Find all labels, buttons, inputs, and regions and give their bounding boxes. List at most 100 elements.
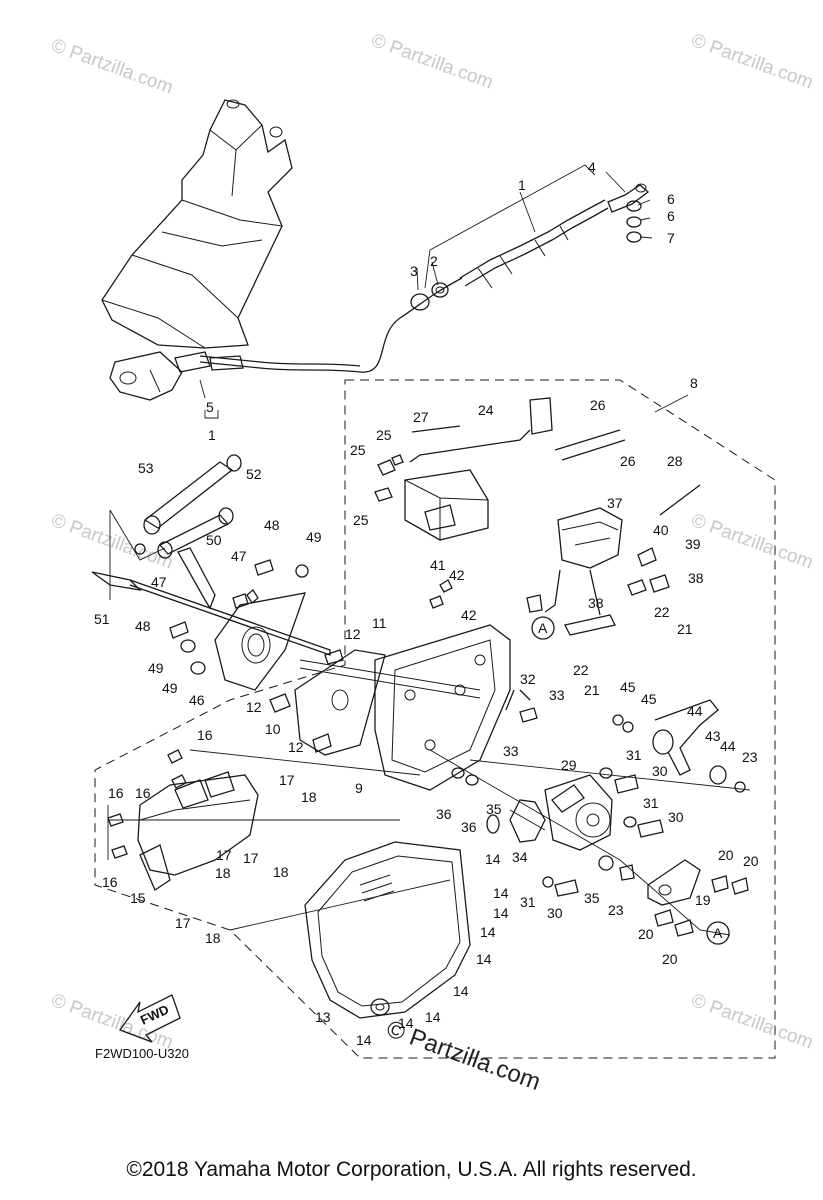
callout-17[interactable]: 17 bbox=[243, 850, 259, 866]
callout-28[interactable]: 28 bbox=[667, 453, 683, 469]
callout-48[interactable]: 48 bbox=[135, 618, 151, 634]
callout-14[interactable]: 14 bbox=[425, 1009, 441, 1025]
callout-14[interactable]: 14 bbox=[398, 1015, 414, 1031]
callout-29[interactable]: 29 bbox=[561, 757, 577, 773]
callout-32[interactable]: 32 bbox=[520, 671, 536, 687]
callout-18[interactable]: 18 bbox=[205, 930, 221, 946]
callout-7[interactable]: 7 bbox=[667, 230, 675, 246]
callout-33[interactable]: 33 bbox=[503, 743, 519, 759]
callout-23[interactable]: 23 bbox=[742, 749, 758, 765]
callout-42[interactable]: 42 bbox=[449, 567, 465, 583]
callout-8[interactable]: 8 bbox=[690, 375, 698, 391]
callout-35[interactable]: 35 bbox=[486, 801, 502, 817]
callout-17[interactable]: 17 bbox=[175, 915, 191, 931]
callout-46[interactable]: 46 bbox=[189, 692, 205, 708]
callout-16[interactable]: 16 bbox=[102, 874, 118, 890]
callout-37[interactable]: 37 bbox=[607, 495, 623, 511]
callout-15[interactable]: 15 bbox=[130, 890, 146, 906]
callout-19[interactable]: 19 bbox=[695, 892, 711, 908]
callout-30[interactable]: 30 bbox=[652, 763, 668, 779]
callout-17[interactable]: 17 bbox=[216, 847, 232, 863]
callout-31[interactable]: 31 bbox=[520, 894, 536, 910]
callout-2[interactable]: 2 bbox=[430, 253, 438, 269]
callout-14[interactable]: 14 bbox=[485, 851, 501, 867]
callout-25[interactable]: 25 bbox=[350, 442, 366, 458]
callout-18[interactable]: 18 bbox=[215, 865, 231, 881]
callout-47[interactable]: 47 bbox=[151, 574, 167, 590]
callout-14[interactable]: 14 bbox=[453, 983, 469, 999]
callout-53[interactable]: 53 bbox=[138, 460, 154, 476]
callout-18[interactable]: 18 bbox=[273, 864, 289, 880]
callout-10[interactable]: 10 bbox=[265, 721, 281, 737]
callout-16[interactable]: 16 bbox=[108, 785, 124, 801]
callout-35[interactable]: 35 bbox=[584, 890, 600, 906]
callout-14[interactable]: 14 bbox=[476, 951, 492, 967]
callout-39[interactable]: 39 bbox=[685, 536, 701, 552]
callout-30[interactable]: 30 bbox=[547, 905, 563, 921]
callout-44[interactable]: 44 bbox=[720, 738, 736, 754]
callout-20[interactable]: 20 bbox=[743, 853, 759, 869]
callout-31[interactable]: 31 bbox=[643, 795, 659, 811]
callout-16[interactable]: 16 bbox=[135, 785, 151, 801]
callout-21[interactable]: 21 bbox=[677, 621, 693, 637]
callout-25[interactable]: 25 bbox=[353, 512, 369, 528]
callout-5[interactable]: 5 bbox=[206, 399, 214, 415]
callout-16[interactable]: 16 bbox=[197, 727, 213, 743]
callout-12[interactable]: 12 bbox=[345, 626, 361, 642]
callout-42[interactable]: 42 bbox=[461, 607, 477, 623]
callout-20[interactable]: 20 bbox=[662, 951, 678, 967]
diagram-code: F2WD100-U320 bbox=[95, 1046, 189, 1061]
callout-17[interactable]: 17 bbox=[279, 772, 295, 788]
callout-49[interactable]: 49 bbox=[306, 529, 322, 545]
callout-48[interactable]: 48 bbox=[264, 517, 280, 533]
callout-26[interactable]: 26 bbox=[590, 397, 606, 413]
callout-43[interactable]: 43 bbox=[705, 728, 721, 744]
callout-11[interactable]: 11 bbox=[372, 615, 387, 631]
callout-1[interactable]: 1 bbox=[518, 177, 526, 193]
callout-41[interactable]: 41 bbox=[430, 557, 446, 573]
callout-52[interactable]: 52 bbox=[246, 466, 262, 482]
callout-20[interactable]: 20 bbox=[718, 847, 734, 863]
callout-26[interactable]: 26 bbox=[620, 453, 636, 469]
callout-20[interactable]: 20 bbox=[638, 926, 654, 942]
callout-49[interactable]: 49 bbox=[148, 660, 164, 676]
callout-3[interactable]: 3 bbox=[410, 263, 418, 279]
callout-21[interactable]: 21 bbox=[584, 682, 600, 698]
callout-25[interactable]: 25 bbox=[376, 427, 392, 443]
callout-45[interactable]: 45 bbox=[620, 679, 636, 695]
callout-13[interactable]: 13 bbox=[315, 1009, 331, 1025]
callout-6[interactable]: 6 bbox=[667, 191, 675, 207]
callout-45[interactable]: 45 bbox=[641, 691, 657, 707]
callout-9[interactable]: 9 bbox=[355, 780, 363, 796]
callout-51[interactable]: 51 bbox=[94, 611, 110, 627]
callout-34[interactable]: 34 bbox=[512, 849, 528, 865]
callout-18[interactable]: 18 bbox=[301, 789, 317, 805]
callout-36[interactable]: 36 bbox=[436, 806, 452, 822]
callout-30[interactable]: 30 bbox=[668, 809, 684, 825]
callout-22[interactable]: 22 bbox=[654, 604, 670, 620]
callout-14[interactable]: 14 bbox=[493, 885, 509, 901]
callout-31[interactable]: 31 bbox=[626, 747, 642, 763]
callout-14[interactable]: 14 bbox=[493, 905, 509, 921]
callout-36[interactable]: 36 bbox=[461, 819, 477, 835]
callout-1[interactable]: 1 bbox=[208, 427, 216, 443]
callout-40[interactable]: 40 bbox=[653, 522, 669, 538]
callout-14[interactable]: 14 bbox=[356, 1032, 372, 1048]
callout-27[interactable]: 27 bbox=[413, 409, 429, 425]
callout-49[interactable]: 49 bbox=[162, 680, 178, 696]
watermark: © Partzilla.com bbox=[688, 990, 815, 1054]
callout-22[interactable]: 22 bbox=[573, 662, 589, 678]
callout-24[interactable]: 24 bbox=[478, 402, 494, 418]
callout-50[interactable]: 50 bbox=[206, 532, 222, 548]
callout-12[interactable]: 12 bbox=[288, 739, 304, 755]
callout-14[interactable]: 14 bbox=[480, 924, 496, 940]
callout-33[interactable]: 33 bbox=[549, 687, 565, 703]
callout-44[interactable]: 44 bbox=[687, 703, 703, 719]
callout-6[interactable]: 6 bbox=[667, 208, 675, 224]
callout-23[interactable]: 23 bbox=[608, 902, 624, 918]
callout-38[interactable]: 38 bbox=[588, 595, 604, 611]
callout-47[interactable]: 47 bbox=[231, 548, 247, 564]
callout-38[interactable]: 38 bbox=[688, 570, 704, 586]
callout-12[interactable]: 12 bbox=[246, 699, 262, 715]
callout-4[interactable]: 4 bbox=[588, 159, 596, 175]
